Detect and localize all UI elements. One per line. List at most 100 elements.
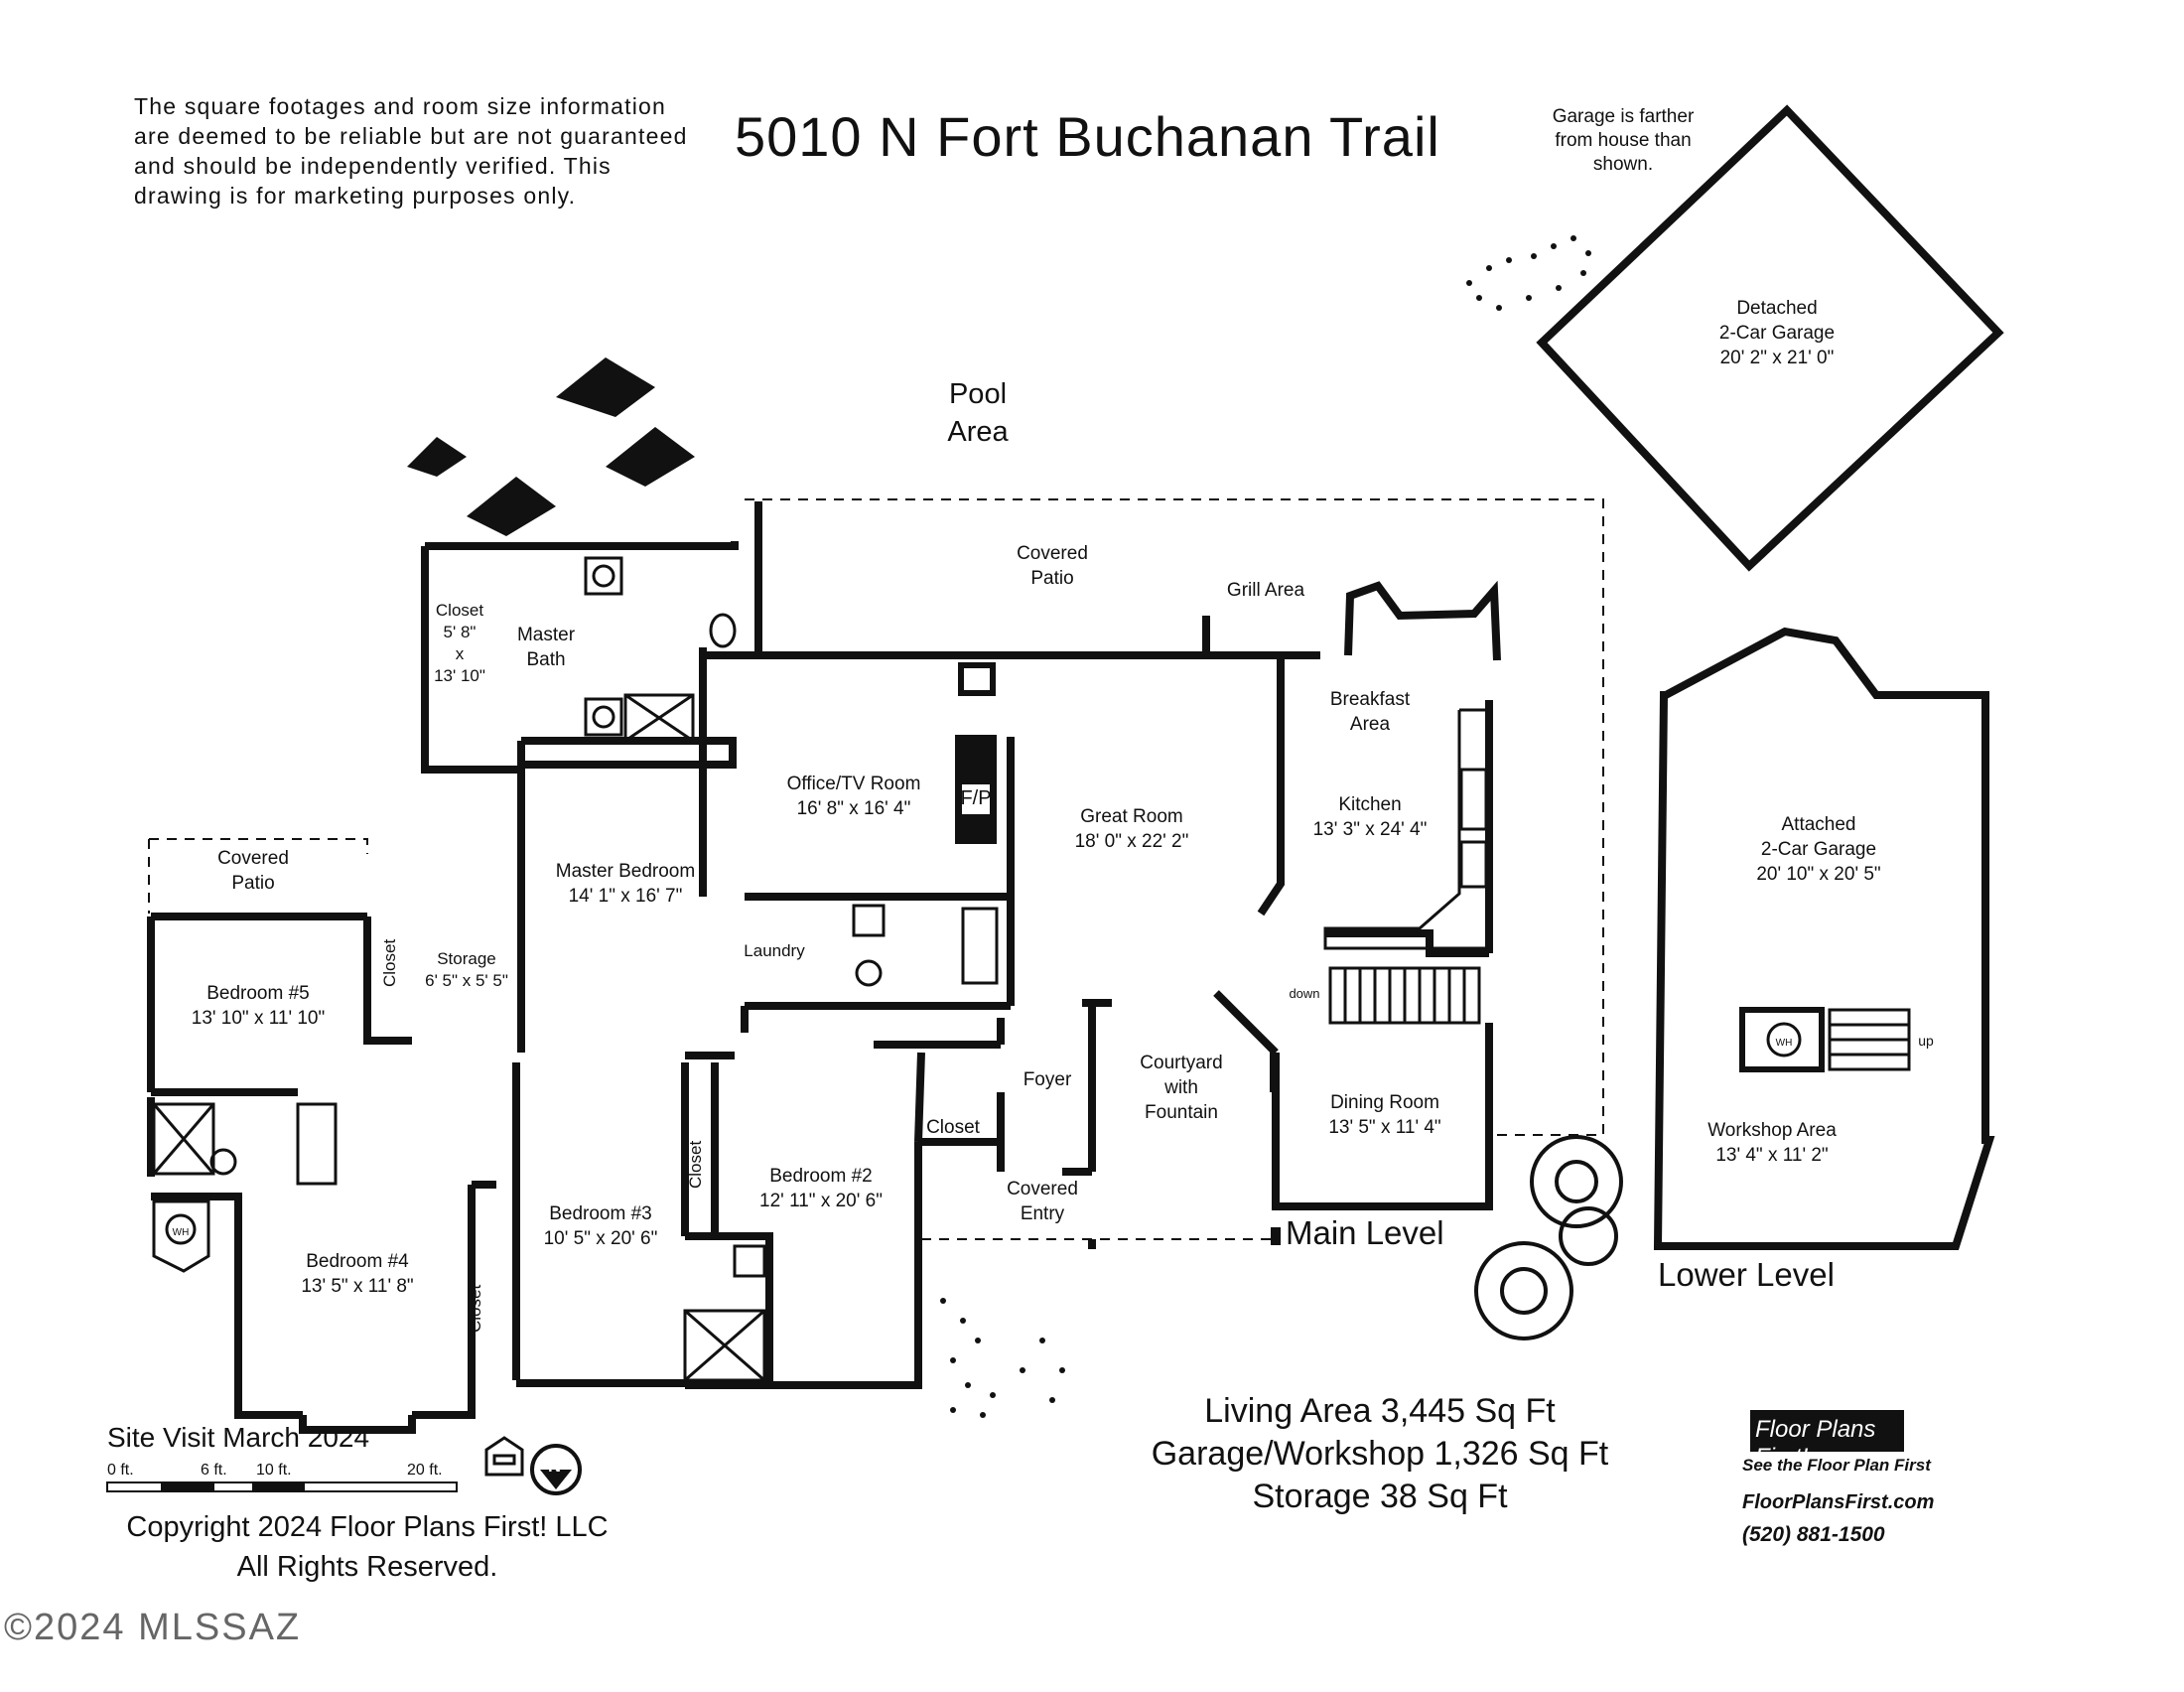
master-bath-label: Master Bath xyxy=(501,623,591,672)
room-size: 13' 10" xyxy=(434,666,485,685)
room-name: Bedroom #5 xyxy=(206,983,310,1004)
room-name: Closet xyxy=(435,601,484,620)
equal-housing-logo xyxy=(484,1436,524,1477)
disclaimer-line: and should be independently verified. Th… xyxy=(134,153,612,179)
storage-label: Storage 6' 5" x 5' 5" xyxy=(417,948,516,992)
scale-label-0: 0 ft. xyxy=(107,1462,134,1479)
bedroom2-label: Bedroom #2 12' 11" x 20' 6" xyxy=(747,1164,895,1213)
room-size: 20' 10" x 20' 5" xyxy=(1756,864,1881,885)
area-totals: Living Area 3,445 Sq Ft Garage/Workshop … xyxy=(1122,1390,1638,1518)
laundry-label: Laundry xyxy=(744,941,805,960)
closet-b2-label: Closet xyxy=(926,1117,980,1138)
attached-garage-label: Attached 2-Car Garage 20' 10" x 20' 5" xyxy=(1739,812,1898,887)
room-name: Covered xyxy=(1007,1179,1078,1199)
room-name: Covered xyxy=(217,848,289,869)
room-size: 14' 1" x 16' 7" xyxy=(568,886,683,907)
room-name: Master xyxy=(516,625,576,645)
room-size: 5' 8" xyxy=(443,623,477,641)
room-name: Kitchen xyxy=(1338,794,1402,815)
room-name: Bedroom #4 xyxy=(306,1251,409,1272)
copyright-line: Copyright 2024 Floor Plans First! LLC xyxy=(126,1511,609,1543)
detached-garage-walls xyxy=(1536,104,2004,572)
north-arrow xyxy=(530,1444,582,1495)
room-name: Covered xyxy=(1017,543,1088,564)
garage-note-line: Garage is farther xyxy=(1552,106,1695,127)
main-level-label: Main Level xyxy=(1286,1214,1444,1251)
palm-trees xyxy=(407,357,695,536)
scale-label-20: 20 ft. xyxy=(407,1462,443,1479)
bedroom4-label: Bedroom #4 13' 5" x 11' 8" xyxy=(278,1249,437,1299)
room-size: 13' 5" x 11' 8" xyxy=(301,1276,414,1297)
garage-note-line: shown. xyxy=(1592,154,1654,175)
grill-area-label: Grill Area xyxy=(1226,580,1305,601)
room-size: 6' 5" x 5' 5" xyxy=(425,971,508,990)
stairs-main xyxy=(1328,966,1481,1025)
breakfast-label: Breakfast Area xyxy=(1320,687,1420,737)
foyer-label: Foyer xyxy=(1023,1069,1072,1090)
bedroom5-label: Bedroom #5 13' 10" x 11' 10" xyxy=(169,981,347,1031)
room-name: Attached xyxy=(1781,814,1856,835)
great-room-label: Great Room 18' 0" x 22' 2" xyxy=(1057,804,1206,854)
lower-level-label: Lower Level xyxy=(1658,1256,1835,1293)
fireplace-label: F/P xyxy=(960,787,992,809)
master-bedroom-label: Master Bedroom 14' 1" x 16' 7" xyxy=(536,859,715,909)
room-size: x xyxy=(455,644,465,663)
covered-patio-top-label: Covered Patio xyxy=(1003,541,1102,591)
brand-website: FloorPlansFirst.com xyxy=(1742,1491,1935,1513)
room-size: 13' 10" x 11' 10" xyxy=(191,1008,326,1029)
master-closet-wall xyxy=(421,546,521,774)
room-name: Area xyxy=(1349,714,1391,735)
office-label: Office/TV Room 16' 8" x 16' 4" xyxy=(759,772,948,821)
brand-logo: Floor Plans First! xyxy=(1755,1416,1876,1471)
water-heater-label: WH xyxy=(172,1227,190,1238)
closet-b4-label: Closet xyxy=(466,1284,484,1333)
room-size: 20' 2" x 21' 0" xyxy=(1719,348,1835,368)
scale-label-10: 10 ft. xyxy=(256,1462,292,1479)
mls-watermark: ©2024 MLSSAZ xyxy=(4,1607,302,1648)
master-closet-label: Closet 5' 8" x 13' 10" xyxy=(429,600,490,687)
room-name: Detached xyxy=(1736,298,1818,319)
room-name: Patio xyxy=(1030,568,1074,589)
room-name: Entry xyxy=(1020,1203,1065,1224)
attached-garage-walls xyxy=(1653,627,1995,1250)
page-title: 5010 N Fort Buchanan Trail xyxy=(735,105,1440,168)
room-name: Bedroom #3 xyxy=(549,1203,652,1224)
courtyard-label: Courtyard with Fountain xyxy=(1127,1051,1236,1125)
brand-phone: (520) 881-1500 xyxy=(1742,1523,1885,1546)
closet-b3-label: Closet xyxy=(686,1140,705,1189)
total-line: Living Area 3,445 Sq Ft xyxy=(1204,1392,1556,1430)
room-name: Workshop Area xyxy=(1707,1120,1837,1141)
dining-label: Dining Room 13' 5" x 11' 4" xyxy=(1310,1090,1459,1140)
room-name: Storage xyxy=(437,949,496,968)
copyright-line: All Rights Reserved. xyxy=(236,1551,498,1583)
kitchen-label: Kitchen 13' 3" x 24' 4" xyxy=(1300,792,1439,842)
detached-garage-label: Detached 2-Car Garage 20' 2" x 21' 0" xyxy=(1693,296,1861,370)
room-name: Great Room xyxy=(1080,806,1183,827)
copyright: Copyright 2024 Floor Plans First! LLC Al… xyxy=(99,1507,635,1587)
scale-label-6: 6 ft. xyxy=(201,1462,227,1479)
room-size: 12' 11" x 20' 6" xyxy=(759,1191,883,1211)
covered-entry-label: Covered Entry xyxy=(993,1177,1092,1226)
pool-line: Area xyxy=(947,416,1009,448)
covered-patio-left-label: Covered Patio xyxy=(199,846,308,896)
room-name: Dining Room xyxy=(1330,1092,1439,1113)
room-size: 13' 4" x 11' 2" xyxy=(1715,1145,1829,1166)
bedroom3-label: Bedroom #3 10' 5" x 20' 6" xyxy=(526,1201,675,1251)
total-line: Garage/Workshop 1,326 Sq Ft xyxy=(1151,1435,1609,1473)
room-name: 2-Car Garage xyxy=(1760,839,1877,860)
room-size: 10' 5" x 20' 6" xyxy=(543,1228,658,1249)
room-name: Master Bedroom xyxy=(555,861,696,882)
scale-bar xyxy=(106,1481,458,1492)
room-name: Office/TV Room xyxy=(786,774,921,794)
total-line: Storage 38 Sq Ft xyxy=(1252,1478,1508,1515)
disclaimer-line: are deemed to be reliable but are not gu… xyxy=(134,123,688,149)
pool-line: Pool xyxy=(948,378,1008,410)
room-name: with xyxy=(1164,1077,1198,1098)
logo-box xyxy=(1750,1410,1904,1452)
room-name: Bedroom #2 xyxy=(769,1166,873,1187)
workshop-label: Workshop Area 13' 4" x 11' 2" xyxy=(1698,1118,1846,1168)
north-arrow-label: N xyxy=(548,1456,561,1476)
disclaimer-line: The square footages and room size inform… xyxy=(134,93,666,119)
room-name: Bath xyxy=(526,649,566,670)
